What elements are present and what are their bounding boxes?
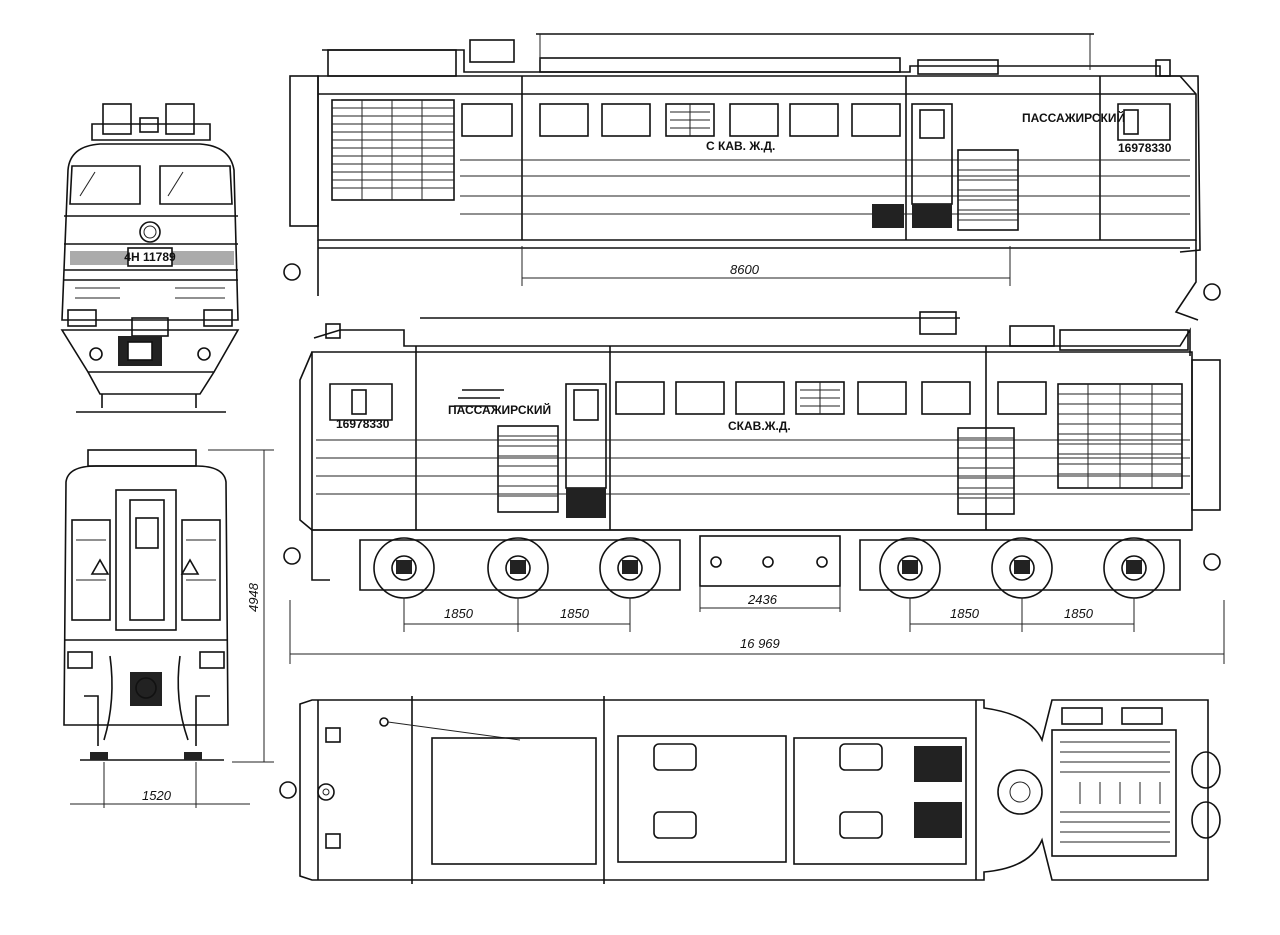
- dim-height: 4948: [246, 582, 261, 612]
- main-passenger-label: ПАССАЖИРСКИЙ: [448, 402, 551, 417]
- right-bogie: [859, 537, 1181, 599]
- dim-length: 16 969: [740, 636, 780, 651]
- dim-tank: 2436: [747, 592, 778, 607]
- main-railway-label: СКАВ.Ж.Д.: [728, 419, 791, 433]
- roof-plan-view: [279, 696, 1221, 884]
- rear-end-view: [63, 449, 229, 761]
- upper-dim-8600: 8600: [730, 262, 760, 277]
- upper-number-label: 16978330: [1118, 141, 1172, 155]
- upper-side-elevation: ПАССАЖИРСКИЙ С КАВ. Ж.Д. 16978330 8600: [283, 33, 1221, 321]
- dim-gauge: 1520: [142, 788, 172, 803]
- upper-railway-label: С КАВ. Ж.Д.: [706, 139, 775, 153]
- main-side-elevation: ПАССАЖИРСКИЙ 16978330 СКАВ.Ж.Д.: [283, 311, 1225, 664]
- dim-axle-3: 1850: [950, 606, 980, 621]
- left-bogie: [359, 537, 681, 599]
- dim-axle-2: 1850: [560, 606, 590, 621]
- front-plate-number: 4Н 11789: [124, 250, 176, 264]
- main-number-label: 16978330: [336, 417, 390, 431]
- front-end-view: 4Н 11789: [60, 103, 240, 413]
- upper-passenger-label: ПАССАЖИРСКИЙ: [1022, 110, 1125, 125]
- end-view-dimensions: 4948 1520: [70, 449, 274, 808]
- dim-axle-4: 1850: [1064, 606, 1094, 621]
- dim-axle-1: 1850: [444, 606, 474, 621]
- fuel-tank: [699, 535, 841, 587]
